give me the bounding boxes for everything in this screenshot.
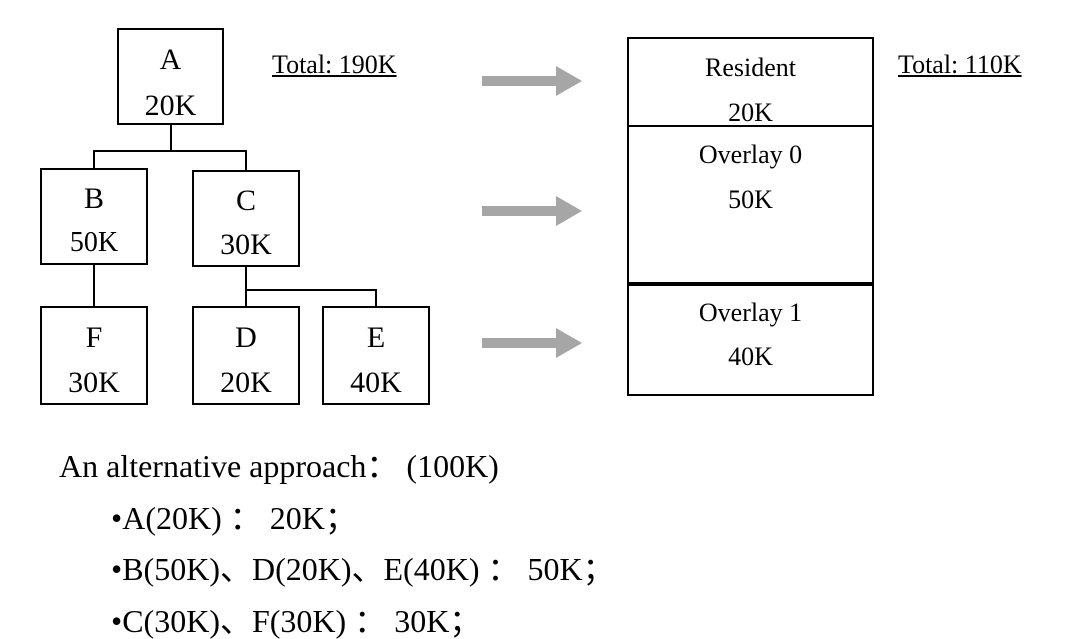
connector-to-b <box>93 150 95 170</box>
arrow-right-icon <box>482 328 582 358</box>
node-name: F <box>85 321 103 354</box>
segment-size: 20K <box>728 98 773 127</box>
tree-node-c: C 30K <box>192 170 300 267</box>
node-size: 30K <box>68 366 120 399</box>
node-size: 50K <box>69 227 119 258</box>
node-name: C <box>235 184 256 217</box>
segment-name: Resident <box>705 53 796 82</box>
tree-node-f: F 30K <box>40 306 148 405</box>
connector-a-horizontal <box>93 150 247 152</box>
connector-a-down <box>170 124 172 150</box>
connector-c-horizontal <box>245 289 377 291</box>
connector-c-down <box>245 267 247 308</box>
segment-size: 50K <box>728 185 773 214</box>
tree-node-b: B 50K <box>40 168 148 265</box>
arrow-right-icon <box>482 196 582 226</box>
node-size: 40K <box>350 366 402 399</box>
arrow-right-icon <box>482 66 582 96</box>
alternative-item: •B(50K)、D(20K)、E(40K) ： 50K； <box>111 551 615 587</box>
node-name: E <box>366 321 386 354</box>
node-name: B <box>83 182 104 215</box>
memory-segment-overlay-1: Overlay 1 40K <box>627 282 874 396</box>
node-name: D <box>235 321 257 354</box>
node-size: 20K <box>144 89 197 122</box>
tree-node-a: A 20K <box>117 28 224 125</box>
segment-name: Overlay 0 <box>698 140 803 169</box>
alternative-heading: An alternative approach： (100K) <box>59 448 499 484</box>
node-name: A <box>159 43 182 76</box>
tree-total-label: Total: 190K <box>272 50 397 79</box>
tree-node-d: D 20K <box>192 306 300 405</box>
tree-node-e: E 40K <box>322 306 430 405</box>
connector-to-c <box>245 150 247 170</box>
connector-to-e <box>375 289 377 308</box>
segment-name: Overlay 1 <box>698 298 803 327</box>
node-size: 20K <box>220 366 272 399</box>
segment-size: 40K <box>728 342 773 371</box>
alternative-item: •C(30K)、F(30K) ： 30K； <box>111 603 482 639</box>
memory-total-label: Total: 110K <box>898 50 1022 79</box>
alternative-item: •A(20K) ： 20K； <box>111 500 357 536</box>
memory-segment-resident: Resident 20K <box>627 37 874 127</box>
connector-b-to-f <box>93 265 95 308</box>
node-size: 30K <box>220 228 272 261</box>
memory-segment-overlay-0: Overlay 0 50K <box>627 125 874 284</box>
